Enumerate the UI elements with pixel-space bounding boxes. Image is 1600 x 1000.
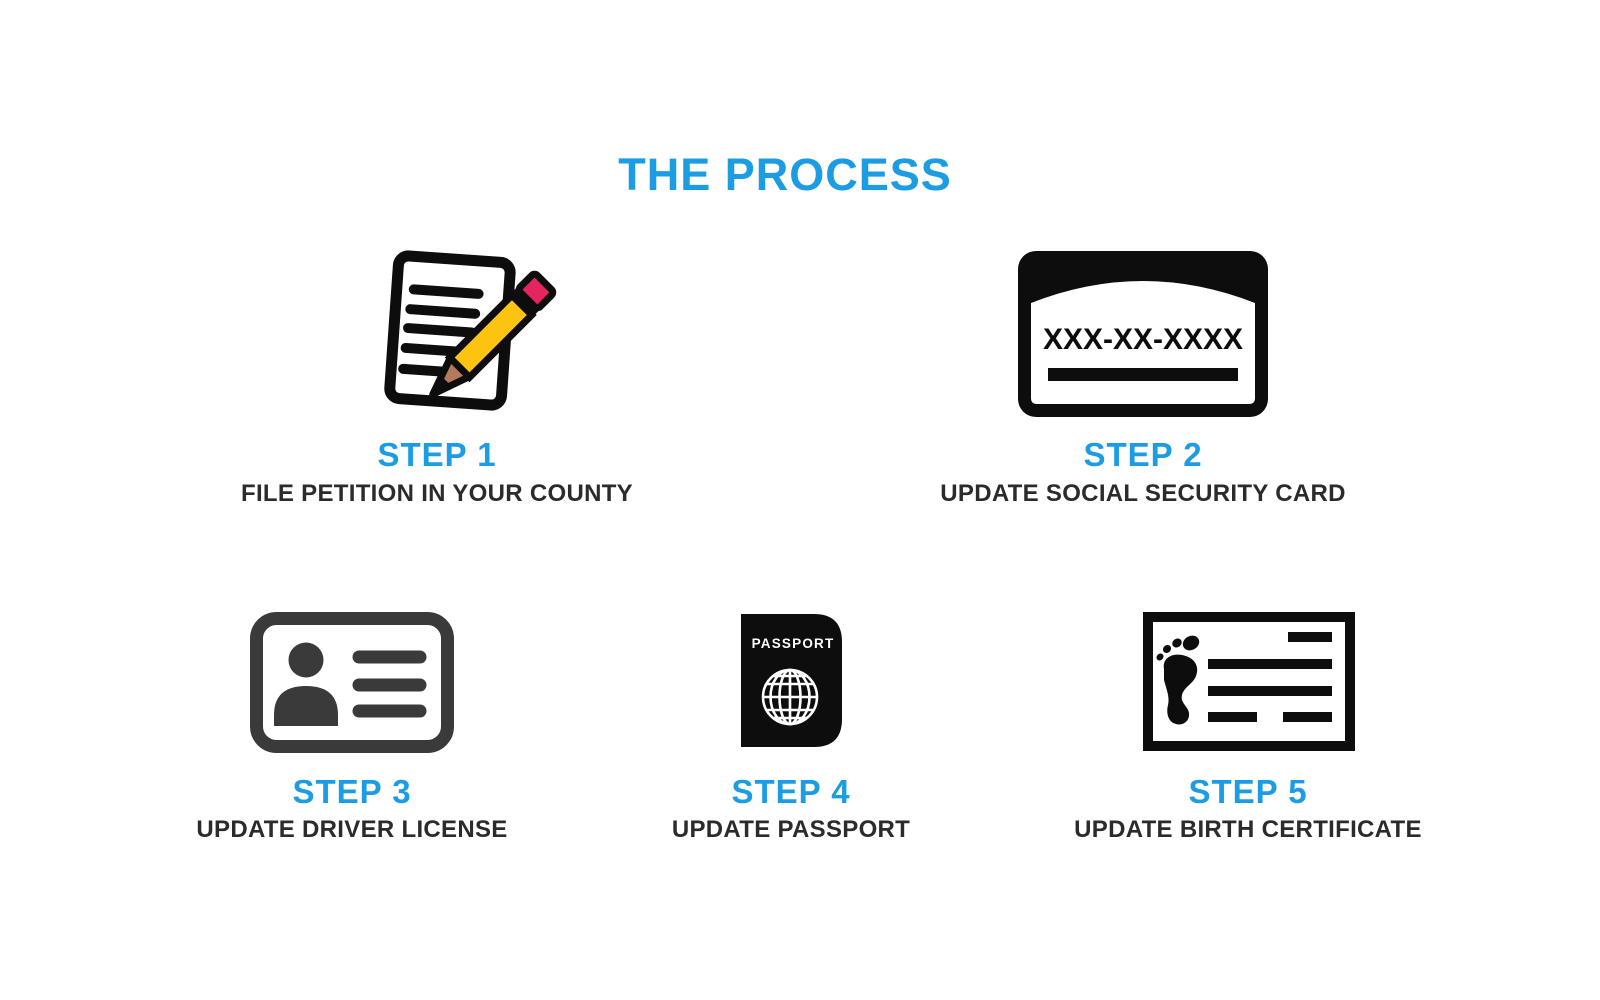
step-5-label: STEP 5: [1188, 773, 1308, 810]
step-3-description: UPDATE DRIVER LICENSE: [196, 816, 508, 843]
pencil: [429, 270, 557, 398]
globe: [761, 668, 819, 726]
ssn-mask-text: XXX-XX-XXXX: [1043, 323, 1243, 356]
step-5-description: UPDATE BIRTH CERTIFICATE: [1074, 816, 1422, 843]
step-3-label: STEP 3: [292, 773, 412, 810]
driver-license-icon: [250, 612, 454, 753]
passport-title-text: PASSPORT: [752, 636, 835, 651]
photo-head: [288, 642, 324, 678]
step-2-description: UPDATE SOCIAL SECURITY CARD: [940, 480, 1346, 507]
step-2-label: STEP 2: [1083, 436, 1203, 473]
step-4-label: STEP 4: [731, 773, 851, 810]
social-security-card-icon: XXX-XX-XXXX: [1018, 251, 1268, 417]
signature-line: [1048, 368, 1238, 381]
step-4-description: UPDATE PASSPORT: [671, 816, 911, 843]
baby-footprint: [1156, 635, 1200, 725]
document-pencil-icon: [384, 250, 557, 411]
step-1-label: STEP 1: [377, 436, 497, 473]
photo-shoulders: [274, 686, 338, 726]
birth-certificate-icon: [1143, 612, 1355, 751]
passport-icon: PASSPORT: [741, 614, 842, 747]
page-title: THE PROCESS: [618, 149, 952, 200]
step-1-description: FILE PETITION IN YOUR COUNTY: [241, 480, 633, 507]
